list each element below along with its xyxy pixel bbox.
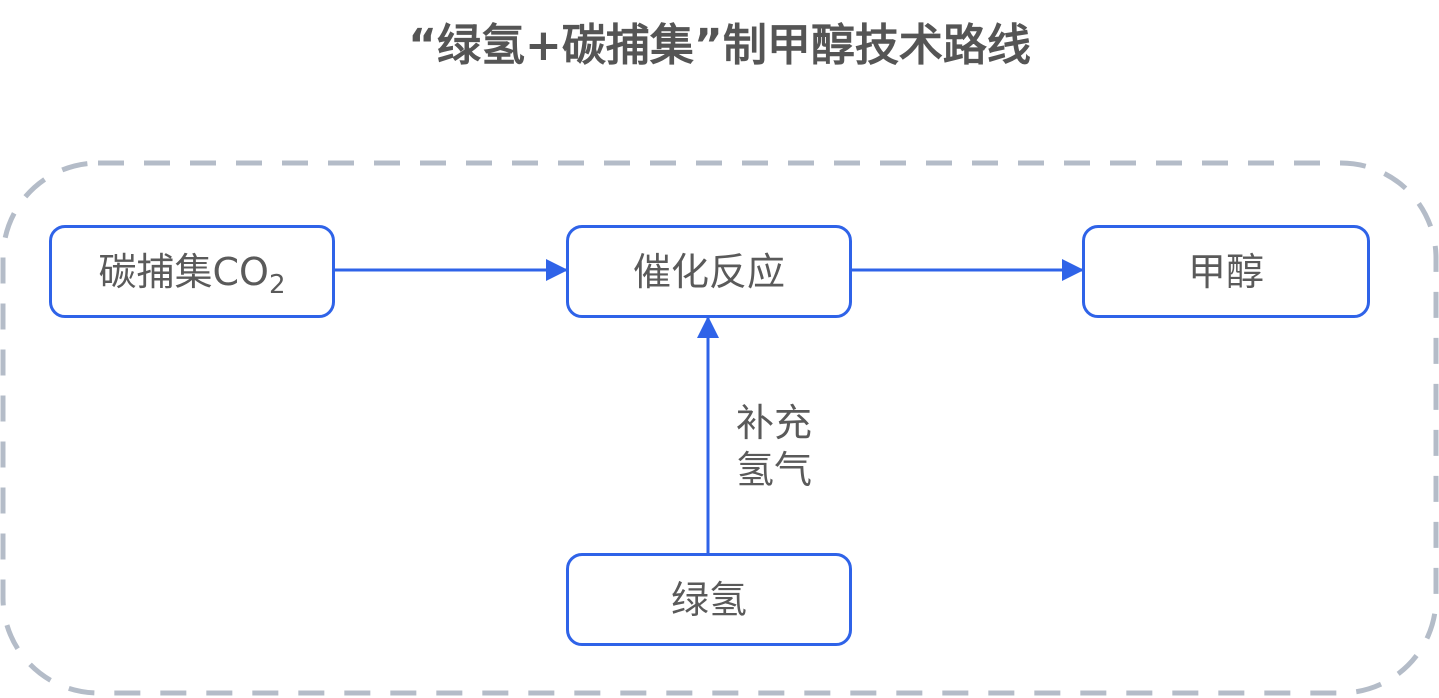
node-co2-capture[interactable]: 碳捕集CO2 bbox=[49, 225, 335, 318]
edge-label-line1: 补充 bbox=[736, 401, 813, 445]
node-green-hydrogen-label: 绿氢 bbox=[670, 577, 747, 622]
node-catalytic-reaction-label: 催化反应 bbox=[632, 249, 785, 294]
edge-label-supplement-hydrogen: 补充 氢气 bbox=[736, 400, 826, 494]
node-methanol-label: 甲醇 bbox=[1187, 249, 1264, 294]
container-dashed-border bbox=[0, 160, 1439, 696]
node-co2-capture-label: 碳捕集CO2 bbox=[98, 249, 286, 300]
node-methanol[interactable]: 甲醇 bbox=[1082, 225, 1370, 318]
node-catalytic-reaction[interactable]: 催化反应 bbox=[566, 225, 852, 318]
edge-label-line2: 氢气 bbox=[736, 448, 813, 492]
node-green-hydrogen[interactable]: 绿氢 bbox=[566, 553, 852, 646]
diagram-title: “绿氢+碳捕集”制甲醇技术路线 bbox=[408, 20, 1031, 71]
